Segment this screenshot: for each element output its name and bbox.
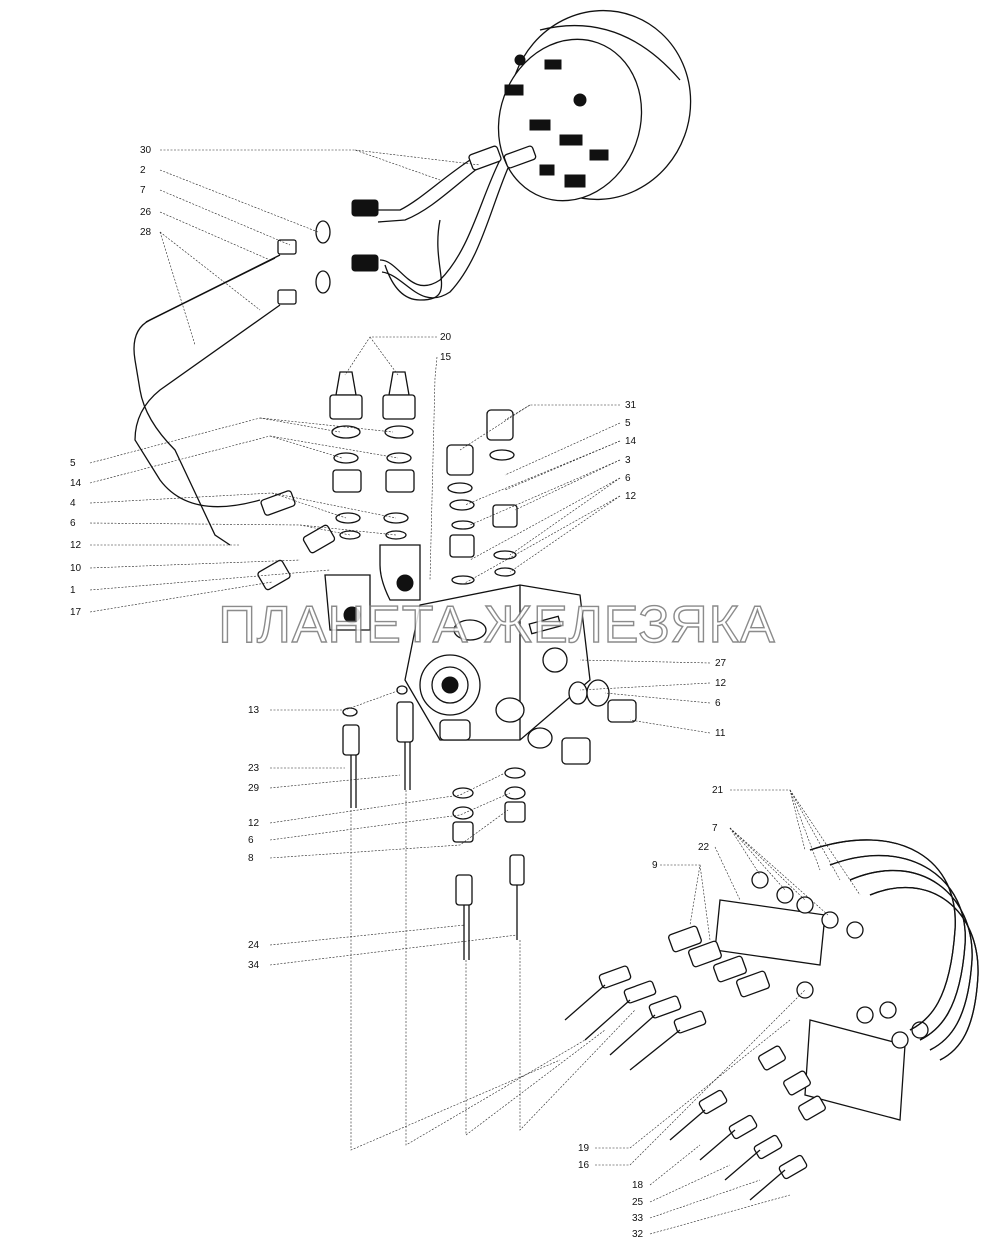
callout-label-c4: 4 bbox=[70, 498, 76, 509]
callout-label-c29: 29 bbox=[248, 783, 260, 794]
callout-label-c15: 15 bbox=[440, 352, 452, 363]
callout-label-c12d: 12 bbox=[248, 818, 260, 829]
callout-leaders bbox=[89, 149, 861, 1235]
valve-caps-31 bbox=[446, 409, 518, 607]
steel-tubes bbox=[133, 254, 281, 546]
callout-label-c3: 3 bbox=[625, 455, 631, 466]
callout-label-c30: 30 bbox=[140, 145, 152, 156]
callout-label-c25: 25 bbox=[632, 1197, 644, 1208]
callout-label-c27: 27 bbox=[715, 658, 727, 669]
connector-bracket-assembly bbox=[564, 871, 929, 1201]
union-fittings-top bbox=[277, 220, 331, 305]
gauge-hoses bbox=[351, 145, 537, 301]
callout-label-c33: 33 bbox=[632, 1213, 644, 1224]
callout-label-c34: 34 bbox=[248, 960, 260, 971]
lower-fittings bbox=[342, 685, 526, 960]
callout-label-c6d: 6 bbox=[248, 835, 254, 846]
callout-label-c7a: 7 bbox=[140, 185, 146, 196]
watermark-text: ПЛАНЕТА ЖЕЛЕЗЯКА bbox=[218, 596, 775, 654]
pressure-gauge bbox=[497, 9, 692, 202]
elbow-fittings bbox=[257, 490, 421, 631]
callout-label-c24: 24 bbox=[248, 940, 260, 951]
callout-label-c13: 13 bbox=[248, 705, 260, 716]
valve-caps-20 bbox=[329, 371, 416, 540]
callout-label-c14a: 14 bbox=[625, 436, 637, 447]
callout-label-c31: 31 bbox=[625, 400, 637, 411]
protection-valve-body bbox=[404, 584, 591, 741]
callout-label-c12a: 12 bbox=[625, 491, 637, 502]
callout-label-c20: 20 bbox=[440, 332, 452, 343]
callout-label-c5b: 5 bbox=[70, 458, 76, 469]
callout-labels: 3027262820153151451434661212101172712611… bbox=[70, 145, 727, 1240]
callout-label-c17: 17 bbox=[70, 607, 82, 618]
plugs-right bbox=[527, 679, 637, 765]
callout-label-c5a: 5 bbox=[625, 418, 631, 429]
callout-label-c23: 23 bbox=[248, 763, 260, 774]
callout-label-c6b: 6 bbox=[625, 473, 631, 484]
callout-label-c1: 1 bbox=[70, 585, 76, 596]
callout-label-c8: 8 bbox=[248, 853, 254, 864]
callout-label-c11: 11 bbox=[715, 728, 726, 739]
callout-label-c16: 16 bbox=[578, 1160, 590, 1171]
callout-label-c12c: 12 bbox=[715, 678, 727, 689]
callout-label-c7b: 7 bbox=[712, 823, 718, 834]
callout-label-c28: 28 bbox=[140, 227, 152, 238]
callout-label-c14b: 14 bbox=[70, 478, 82, 489]
callout-label-c26: 26 bbox=[140, 207, 152, 218]
callout-label-c22: 22 bbox=[698, 842, 710, 853]
hose-loops-21 bbox=[809, 839, 979, 1061]
callout-label-c21: 21 bbox=[712, 785, 724, 796]
assembly-guide-lines bbox=[350, 790, 636, 1151]
callout-label-c9: 9 bbox=[652, 860, 658, 871]
callout-label-c12b: 12 bbox=[70, 540, 82, 551]
callout-label-c10: 10 bbox=[70, 563, 82, 574]
callout-label-c19: 19 bbox=[578, 1143, 590, 1154]
callout-label-c18: 18 bbox=[632, 1180, 644, 1191]
callout-label-c6c: 6 bbox=[715, 698, 721, 709]
callout-label-c32: 32 bbox=[632, 1229, 644, 1240]
callout-label-c6a: 6 bbox=[70, 518, 76, 529]
callout-label-c2: 2 bbox=[140, 165, 146, 176]
